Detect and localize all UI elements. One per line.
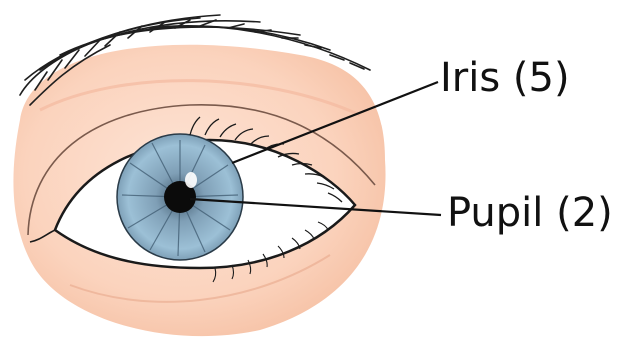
iris-label: Iris (5) bbox=[440, 58, 570, 98]
pupil-label: Pupil (2) bbox=[447, 193, 613, 233]
eye-highlight bbox=[185, 172, 197, 188]
